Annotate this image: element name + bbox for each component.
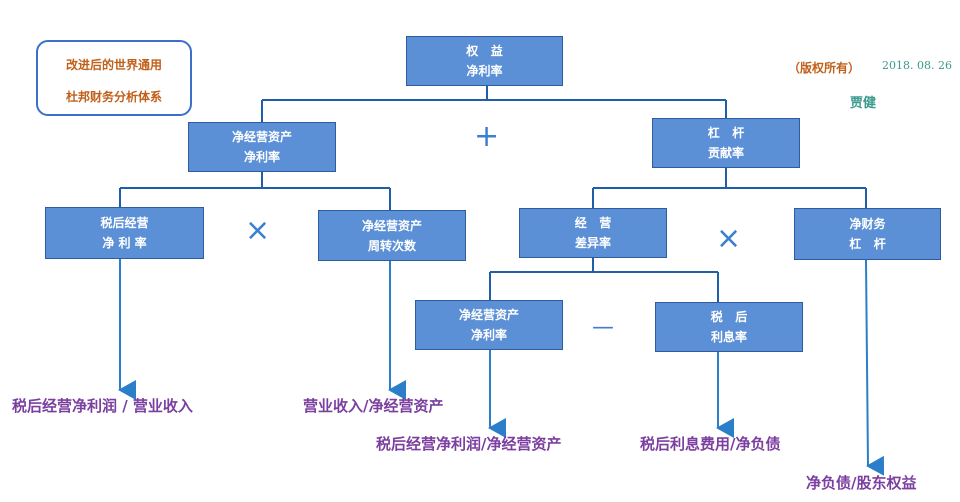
node-nwa-return-2-line1: 净经营资产 [458,308,519,322]
node-net-financial-leverage-line2: 杠 杆 [849,237,886,251]
node-roe-line2: 净利率 [466,64,503,78]
operator-times-left: × [245,213,271,248]
diagram-title-box: 改进后的世界通用 杜邦财务分析体系 [36,40,192,116]
node-after-tax-margin-line2: 净 利 率 [102,236,147,250]
node-after-tax-interest-rate: 税 后 利息率 [655,302,803,352]
node-nwa-turnover: 净经营资产 周转次数 [318,210,466,261]
operator-plus: + [474,119,500,154]
node-nwa-return-line1: 净经营资产 [231,130,292,144]
leaf-interest-over-net-debt: 税后利息费用/净负债 [640,435,781,453]
node-nwa-turnover-line1: 净经营资产 [361,218,422,233]
node-roe-line1: 权 益 [466,44,503,58]
node-nwa-return-2: 净经营资产 净利率 [415,300,563,350]
node-after-tax-interest-rate-line2: 利息率 [710,330,747,344]
leaf-after-tax-profit-over-revenue: 税后经营净利润 / 营业收入 [12,397,193,415]
node-roe: 权 益 净利率 [406,36,563,86]
node-nwa-return-2-line2: 净利率 [470,328,507,342]
node-after-tax-margin-line1: 税后经营 [100,216,149,230]
node-nwa-return-line2: 净利率 [243,150,280,164]
node-leverage-contribution: 杠 杆 贡献率 [652,118,800,168]
leaf-after-tax-profit-over-nwa: 税后经营净利润/净经营资产 [376,435,562,453]
leaf-revenue-over-nwa: 营业收入/净经营资产 [303,397,444,415]
author-label: 贾健 [850,96,877,111]
node-after-tax-interest-rate-line1: 税 后 [710,310,748,324]
title-line-1: 改进后的世界通用 [65,58,162,72]
copyright-label: （版权所有） [788,61,861,75]
node-after-tax-margin: 税后经营 净 利 率 [45,207,204,259]
node-net-financial-leverage-line1: 净财务 [849,217,886,231]
node-nwa-return: 净经营资产 净利率 [188,122,336,172]
node-operating-spread-line1: 经 营 [574,216,612,230]
node-nwa-turnover-line2: 周转次数 [367,238,416,253]
operator-minus: — [592,315,614,340]
node-operating-spread: 经 营 差异率 [519,208,667,258]
node-net-financial-leverage: 净财务 杠 杆 [794,208,941,260]
operator-times-right: × [716,221,742,256]
node-leverage-contribution-line2: 贡献率 [707,146,744,160]
title-line-2: 杜邦财务分析体系 [65,90,162,104]
leaf-net-debt-over-equity: 净负债/股东权益 [806,474,917,492]
date-label: 2018. 08. 26 [882,59,952,72]
arrow-to-leaf-5 [865,259,885,476]
node-operating-spread-line2: 差异率 [574,236,611,250]
node-leverage-contribution-line1: 杠 杆 [707,126,745,140]
